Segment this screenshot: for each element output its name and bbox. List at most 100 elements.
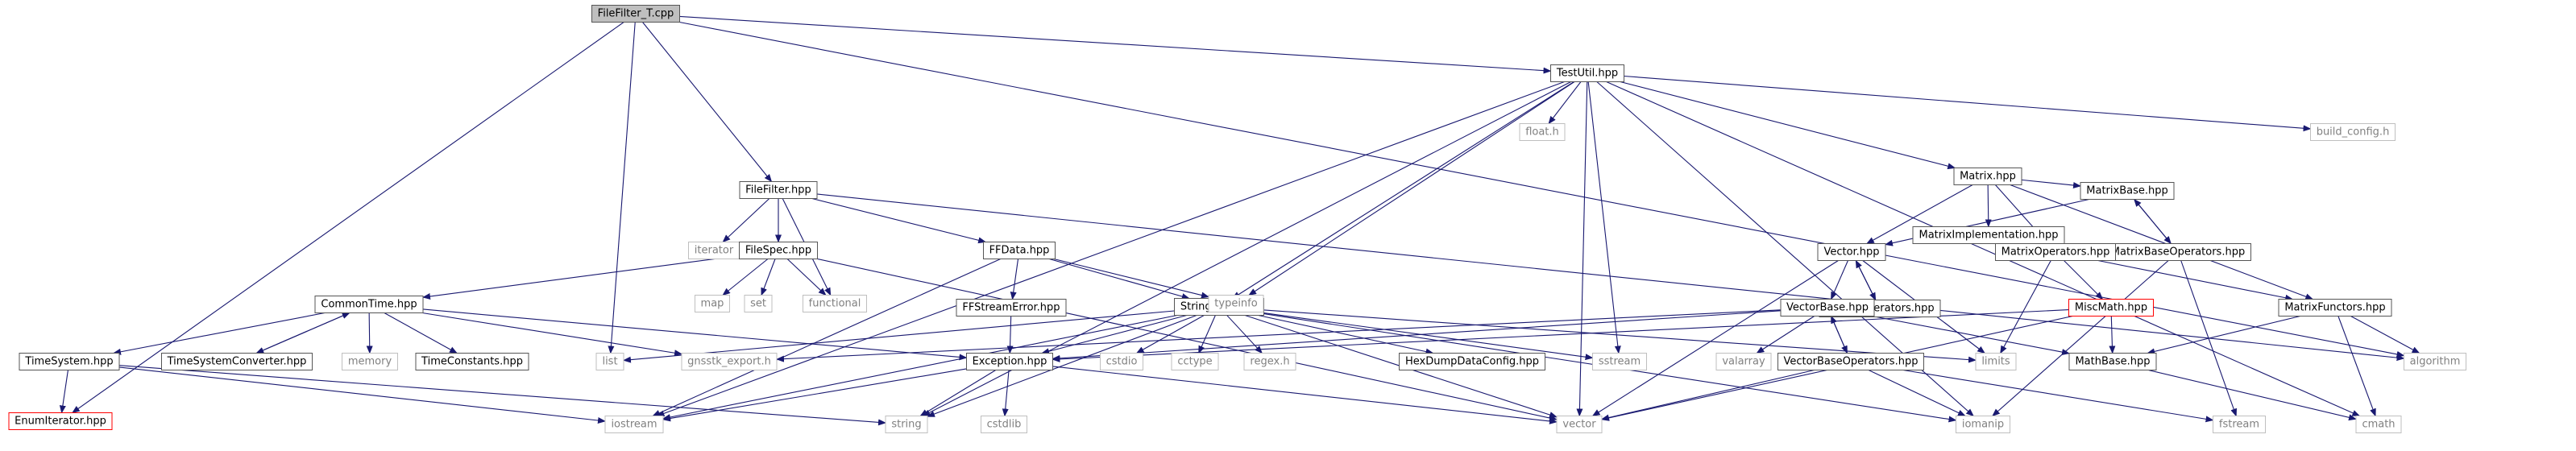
node-label-gnsstk_export: gnsstk_export.h [687,356,771,368]
node-testutil[interactable]: TestUtil.hpp [1550,64,1624,82]
node-label-valarray: valarray [1722,356,1765,368]
node-matriximpl[interactable]: MatrixImplementation.hpp [1912,226,2065,244]
node-hexdump[interactable]: HexDumpDataConfig.hpp [1399,353,1545,370]
edge-commontime-to-memory [366,312,373,354]
node-box-matrixbase [2080,182,2175,200]
node-box-valarray [1715,353,1772,370]
node-ffdata[interactable]: FFData.hpp [983,242,1056,259]
edge-stringutils-to-cctype [1198,315,1216,354]
node-matrix[interactable]: Matrix.hpp [1953,168,2022,185]
edge-vector_hpp-to-vector_std [1591,260,1839,417]
node-mathbase[interactable]: MathBase.hpp [2068,353,2157,370]
edge-vectorbaseops-to-vectorbase [1831,315,1848,354]
node-box-vectorbase [1780,299,1875,317]
edge-matrix-to-matriximpl [1985,184,1992,228]
node-commontime[interactable]: CommonTime.hpp [314,296,424,313]
node-label-matrix: Matrix.hpp [1960,171,2016,183]
node-matrixbase[interactable]: MatrixBase.hpp [2080,182,2175,200]
node-regexh: regex.h [1243,353,1296,370]
node-label-cstdlib: cstdlib [987,419,1022,431]
node-label-ffdata: FFData.hpp [989,245,1050,257]
edge-stringutils-to-list [623,310,1175,363]
node-matrixfunctors[interactable]: MatrixFunctors.hpp [2278,299,2392,317]
edge-tsconverter-to-commontime [256,312,351,354]
node-label-ffstreamerror: FFStreamError.hpp [962,302,1060,314]
node-memory: memory [342,353,398,370]
node-limits: limits [1975,353,2017,370]
edge-filespec-to-commontime [422,254,740,300]
edge-testutil-to-stringutils [1231,81,1574,300]
node-box-cstdio [1100,353,1143,370]
node-label-map: map [701,298,724,310]
node-label-algorithm: algorithm [2410,356,2461,368]
node-tsconverter[interactable]: TimeSystemConverter.hpp [161,353,313,370]
edge-vectorbaseops-to-fstream [1902,369,2214,423]
node-label-sstream: sstream [1599,356,1641,368]
edge-ffdata-to-typeinfo [1053,258,1209,299]
edge-mathbase-to-cmath [2148,369,2357,421]
node-label-hexdump: HexDumpDataConfig.hpp [1405,356,1539,368]
node-box-vectorbaseops [1777,353,1924,370]
node-cstdio: cstdio [1100,353,1143,370]
edge-vectorbase-to-valarray [1756,316,1815,354]
node-floath: float.h [1519,123,1566,141]
edge-testutil-to-cmath [1606,81,2361,417]
edge-matrix-to-matrixbase [2021,179,2081,189]
node-box-vector_hpp [1817,243,1886,261]
edge-testutil-to-floath [1548,81,1582,125]
node-box-filefilter_hpp [739,181,818,199]
node-label-vectorbaseops: VectorBaseOperators.hpp [1784,356,1919,368]
node-filefilter_t[interactable]: FileFilter_T.cpp [591,5,680,23]
edge-matrixfunctors-to-algorithm [2350,316,2420,354]
edge-exception-to-iostream [662,368,967,422]
node-matrixops[interactable]: MatrixOperators.hpp [1995,243,2116,261]
node-box-exception [966,353,1053,370]
node-label-string: string [891,419,921,431]
edge-testutil-to-sstream [1587,81,1621,354]
node-timeconstants[interactable]: TimeConstants.hpp [415,353,529,370]
edge-commontime-to-exception [422,308,968,361]
edge-vectorbaseops-to-iomanip [1868,370,1966,416]
node-matrixbaseops[interactable]: MatrixBaseOperators.hpp [2105,243,2251,261]
node-box-gnsstk_export [681,353,778,370]
node-vector_hpp[interactable]: Vector.hpp [1817,243,1886,261]
edge-stringutils-to-exception [1041,314,1187,355]
node-box-set [744,295,773,312]
node-enumiterator[interactable]: EnumIterator.hpp [8,412,113,430]
edge-matrixops-to-matrixfunctors [2097,259,2294,301]
node-miscmath[interactable]: MiscMath.hpp [2068,299,2154,317]
node-list: list [595,353,624,370]
node-box-filespec [739,242,818,259]
node-algorithm: algorithm [2404,353,2466,370]
node-timesystem[interactable]: TimeSystem.hpp [19,353,120,370]
node-exception[interactable]: Exception.hpp [966,353,1053,370]
node-filespec[interactable]: FileSpec.hpp [739,242,818,259]
node-build_config: build_config.h [2310,123,2396,141]
node-label-miscmath: MiscMath.hpp [2075,302,2147,314]
node-box-floath [1519,123,1566,141]
node-box-ffstreamerror [956,299,1067,317]
node-label-typeinfo: typeinfo [1214,298,1257,310]
node-label-regexh: regex.h [1250,356,1289,368]
node-box-matrix [1953,168,2022,185]
node-ffstreamerror[interactable]: FFStreamError.hpp [956,299,1067,317]
node-label-fstream: fstream [2219,419,2259,431]
node-vectorbase[interactable]: VectorBase.hpp [1780,299,1875,317]
node-box-build_config [2310,123,2396,141]
edge-stringutils-to-hexdump [1258,314,1434,355]
edge-filespec-to-functional [786,259,827,296]
edge-matrixfunctors-to-mathbase [2147,315,2300,355]
node-vectorbaseops[interactable]: VectorBaseOperators.hpp [1777,353,1924,370]
node-label-mathbase: MathBase.hpp [2075,356,2150,368]
edge-miscmath-to-exception [1052,309,2069,362]
node-label-vectorbase: VectorBase.hpp [1786,302,1869,314]
node-cctype: cctype [1171,353,1219,370]
node-filefilter_hpp[interactable]: FileFilter.hpp [739,181,818,199]
node-label-filefilter_t: FileFilter_T.cpp [598,8,674,20]
edge-filefilter_t-to-enumiterator [72,22,624,414]
node-box-matriximpl [1912,226,2065,244]
edge-commontime-to-timesystem [113,312,326,355]
edge-stringutils-to-iostream [662,314,1177,420]
